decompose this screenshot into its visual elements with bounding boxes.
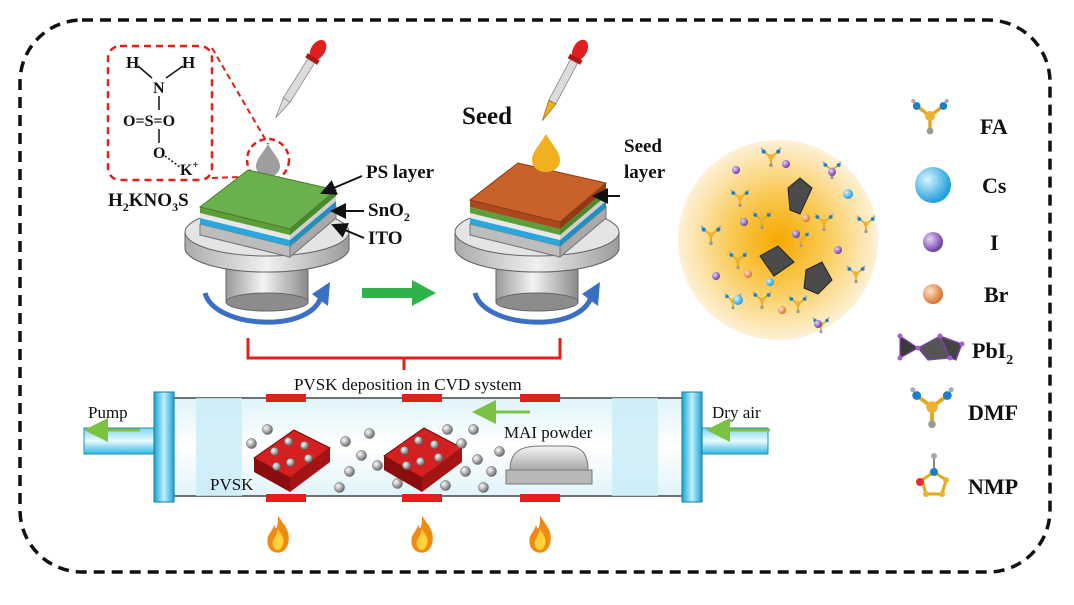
legend-fa-label: FA <box>980 114 1008 139</box>
molecule-s-row: O=S=O <box>123 113 175 130</box>
molecule-n: N <box>153 80 165 97</box>
legend-cs: Cs <box>915 167 1007 203</box>
legend-i: I <box>923 230 999 255</box>
label-seed: Seed <box>462 103 512 130</box>
bracket <box>246 338 562 360</box>
legend-dmf-label: DMF <box>968 400 1018 425</box>
pvsk-substrate-1 <box>253 429 331 492</box>
legend-fa: FA <box>911 99 1008 139</box>
label-seed-layer-1: Seed <box>624 136 662 157</box>
legend-br: Br <box>923 282 1009 307</box>
right-spin-coater <box>454 162 620 325</box>
legend-pbi2: PbI2 <box>897 333 1013 368</box>
rotation-arrow-icon <box>472 291 595 325</box>
droplet-gold <box>532 134 560 172</box>
pump-pipe <box>83 427 161 455</box>
flame-icon <box>411 515 433 553</box>
precursor-sphere <box>678 140 878 340</box>
molecule-k: K+ <box>180 159 199 179</box>
label-dry-air: Dry air <box>712 403 761 422</box>
br-ball-icon <box>923 284 943 304</box>
inlet-pipe <box>695 427 769 455</box>
cvd-title: PVSK deposition in CVD system <box>294 375 522 394</box>
droplet-gray <box>256 144 280 177</box>
outer-dashed-border <box>18 18 1052 574</box>
legend-nmp: NMP <box>916 453 1018 499</box>
legend-cs-label: Cs <box>982 173 1007 198</box>
legend-i-label: I <box>990 230 999 255</box>
molecule-h-right: H <box>182 53 195 72</box>
arrow-ito <box>331 223 365 239</box>
molecule-box <box>106 44 214 182</box>
label-ps-layer: PS layer <box>366 162 435 183</box>
molecule-h-left: H <box>126 53 139 72</box>
cs-ball-icon <box>915 167 951 203</box>
tube-insulation-left <box>196 398 242 496</box>
fa-molecule-icon <box>911 99 949 134</box>
label-sno2: SnO2 <box>368 200 410 224</box>
dmf-molecule-icon <box>908 385 956 430</box>
label-pump: Pump <box>88 403 128 422</box>
pvsk-substrate-2 <box>383 427 463 492</box>
label-seed-layer-2: layer <box>624 162 666 183</box>
arrow-ps-layer <box>320 175 363 195</box>
legend-nmp-label: NMP <box>968 474 1018 499</box>
tube-cap-right <box>681 391 703 503</box>
octahedron-icon <box>897 333 965 361</box>
nmp-molecule-icon <box>916 453 949 497</box>
legend: FA Cs I Br PbI2 DMF <box>897 99 1018 499</box>
molecule-structure: H H N O=S=O O K+ <box>123 53 199 179</box>
pipette-icon <box>275 39 327 119</box>
label-pvsk: PVSK <box>210 475 254 494</box>
process-arrow <box>362 280 436 306</box>
rotation-arrow-icon <box>202 291 325 325</box>
flame-icon <box>267 515 289 553</box>
i-ball-icon <box>923 232 943 252</box>
flame-icon <box>529 515 551 553</box>
molecule-o-bottom: O <box>153 145 165 162</box>
mai-powder-boat <box>505 445 593 485</box>
legend-dmf: DMF <box>908 385 1018 430</box>
label-ito: ITO <box>368 228 403 249</box>
tube-cap-left <box>153 391 175 503</box>
zoom-line-top <box>211 47 269 145</box>
legend-br-label: Br <box>984 282 1009 307</box>
molecule-formula: H2KNO3S <box>108 190 189 214</box>
cvd-system: PVSK deposition in CVD system Pump Dry a… <box>83 375 770 553</box>
tube-insulation-right <box>612 398 658 496</box>
label-mai-powder: MAI powder <box>504 423 593 442</box>
left-spin-coater <box>184 169 350 325</box>
pipette-icon <box>542 39 589 121</box>
legend-pbi2-label: PbI2 <box>972 338 1013 368</box>
